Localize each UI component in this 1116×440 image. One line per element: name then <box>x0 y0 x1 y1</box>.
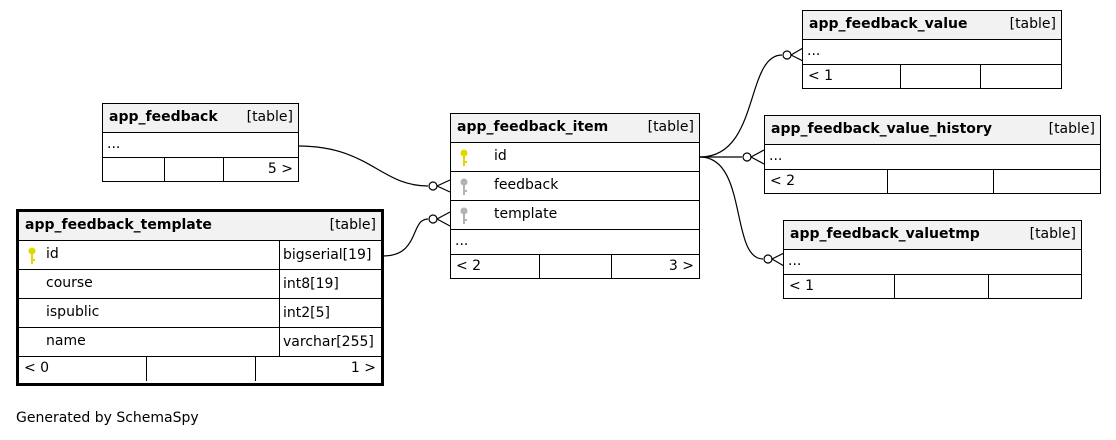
table-name: app_feedback_value <box>809 16 968 32</box>
table-app-feedback-value-history[interactable]: app_feedback_value_history [table] ... <… <box>764 115 1101 194</box>
table-footer: < 2 <box>765 170 1100 194</box>
foreign-key-icon <box>460 207 468 224</box>
parents-count: < 1 <box>808 68 834 84</box>
table-app-feedback[interactable]: app_feedback [table] ... 5 > <box>102 103 299 182</box>
primary-key-icon <box>28 247 36 264</box>
table-app-feedback-valuetmp[interactable]: app_feedback_valuetmp [table] ... < 1 <box>783 220 1082 299</box>
table-kind: [table] <box>647 119 694 135</box>
generated-by-label: Generated by SchemaSpy <box>16 410 199 426</box>
more-columns-row: ... <box>803 40 1061 65</box>
column-name: template <box>494 206 558 222</box>
children-count: 1 > <box>350 360 376 376</box>
crowfoot-marker <box>771 252 785 267</box>
column-type: int8[19] <box>279 270 339 298</box>
children-count: 3 > <box>668 258 694 274</box>
table-header: app_feedback_template [table] <box>19 212 381 241</box>
table-name: app_feedback_template <box>25 217 212 233</box>
column-name: id <box>494 148 507 164</box>
more-columns: ... <box>455 233 469 249</box>
more-columns: ... <box>807 43 821 59</box>
optional-marker <box>782 50 792 60</box>
optional-marker <box>742 152 752 162</box>
more-columns: ... <box>788 253 802 269</box>
table-name: app_feedback_item <box>457 119 609 135</box>
table-kind: [table] <box>329 217 376 233</box>
table-kind: [table] <box>246 109 293 125</box>
table-name: app_feedback_value_history <box>771 121 992 137</box>
crowfoot-marker <box>750 149 765 165</box>
edge-template-to-item <box>382 218 429 257</box>
column-name: course <box>46 275 93 291</box>
table-footer: < 0 1 > <box>19 357 381 381</box>
optional-marker <box>763 254 773 264</box>
parents-count: < 2 <box>770 173 796 189</box>
edge-item-to-value <box>699 54 783 158</box>
column-row: template <box>451 201 699 230</box>
table-kind: [table] <box>1009 16 1056 32</box>
column-type: int2[5] <box>279 299 330 327</box>
children-count: 5 > <box>267 161 293 177</box>
column-type: varchar[255] <box>279 328 374 356</box>
column-row: course int8[19] <box>19 270 381 299</box>
more-columns-row: ... <box>765 145 1100 170</box>
more-columns-row: ... <box>451 230 699 255</box>
table-header: app_feedback_value_history [table] <box>765 116 1100 145</box>
column-row: id <box>451 143 699 172</box>
optional-marker <box>428 214 438 224</box>
more-columns: ... <box>107 136 121 152</box>
column-name: id <box>46 246 59 262</box>
table-header: app_feedback_value [table] <box>803 11 1061 40</box>
parents-count: < 2 <box>456 258 482 274</box>
table-app-feedback-value[interactable]: app_feedback_value [table] ... < 1 <box>802 10 1062 89</box>
table-header: app_feedback_valuetmp [table] <box>784 221 1081 250</box>
column-name: ispublic <box>46 304 100 320</box>
more-columns-row: ... <box>103 133 298 158</box>
crowfoot-marker <box>790 47 804 62</box>
table-kind: [table] <box>1029 226 1076 242</box>
foreign-key-icon <box>460 178 468 195</box>
primary-key-icon <box>460 149 468 166</box>
column-row: id bigserial[19] <box>19 241 381 270</box>
table-footer: < 1 <box>803 65 1061 89</box>
table-name: app_feedback <box>109 109 218 125</box>
column-name: name <box>46 333 86 349</box>
table-footer: 5 > <box>103 158 298 182</box>
table-kind: [table] <box>1048 121 1095 137</box>
table-header: app_feedback_item [table] <box>451 114 699 143</box>
crowfoot-marker <box>436 179 451 193</box>
table-name: app_feedback_valuetmp <box>790 226 980 242</box>
more-columns-row: ... <box>784 250 1081 275</box>
table-footer: < 2 3 > <box>451 255 699 279</box>
column-row: ispublic int2[5] <box>19 299 381 328</box>
table-header: app_feedback [table] <box>103 104 298 133</box>
optional-marker <box>428 181 438 191</box>
column-row: name varchar[255] <box>19 328 381 357</box>
table-app-feedback-template[interactable]: app_feedback_template [table] id bigseri… <box>16 209 384 386</box>
parents-count: < 0 <box>24 360 50 376</box>
column-row: feedback <box>451 172 699 201</box>
crowfoot-marker <box>436 211 451 227</box>
edge-feedback-to-item <box>297 145 429 187</box>
column-name: feedback <box>494 177 559 193</box>
more-columns: ... <box>769 148 783 164</box>
table-footer: < 1 <box>784 275 1081 299</box>
column-type: bigserial[19] <box>279 241 371 269</box>
parents-count: < 1 <box>789 278 815 294</box>
edge-item-to-valuetmp <box>699 156 764 260</box>
table-app-feedback-item[interactable]: app_feedback_item [table] id feedback te… <box>450 113 700 279</box>
